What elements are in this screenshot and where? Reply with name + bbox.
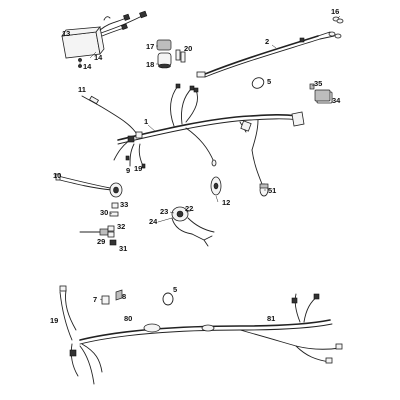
sensor-51	[251, 149, 269, 197]
label-32: 32	[117, 222, 125, 231]
cable-tie-5-lower	[162, 292, 174, 306]
relay-17-18-20	[156, 39, 186, 69]
label-81: 81	[267, 314, 275, 323]
small-parts-7-8	[101, 289, 123, 305]
fuse-box-22-24	[171, 206, 215, 247]
label-24: 24	[149, 217, 158, 226]
label-2: 2	[265, 37, 269, 46]
label-8: 8	[122, 292, 126, 301]
label-16: 16	[331, 7, 339, 16]
cable-tie-5	[251, 77, 265, 89]
leader-lines	[79, 15, 341, 301]
label-31: 31	[119, 244, 127, 253]
harness-2	[196, 31, 342, 78]
label-19-upper: 19	[134, 164, 142, 173]
label-12: 12	[222, 198, 230, 207]
label-14-a: 14	[94, 53, 103, 62]
label-5: 5	[267, 77, 271, 86]
clip-16	[332, 16, 344, 24]
label-11: 11	[78, 85, 86, 94]
label-9: 9	[126, 166, 130, 175]
label-10: 10	[53, 171, 61, 180]
label-34: 34	[332, 96, 341, 105]
flasher-relay-34-35	[309, 83, 333, 104]
switch-harness-10	[55, 173, 123, 198]
label-18: 18	[146, 60, 154, 69]
connector-11	[81, 95, 101, 107]
part-labels: 1 2 5 5 7 8 9 19 10 11 12 13 14 14 16 17…	[50, 7, 341, 325]
regulator-module	[61, 10, 148, 68]
label-17: 17	[146, 42, 154, 51]
label-51: 51	[268, 186, 276, 195]
label-1: 1	[144, 117, 148, 126]
label-5-lower: 5	[173, 285, 177, 294]
label-19-lower: 19	[50, 316, 58, 325]
label-14-b: 14	[83, 62, 92, 71]
label-80: 80	[124, 314, 132, 323]
label-33: 33	[120, 200, 128, 209]
tail-harness-80-81	[59, 285, 343, 385]
label-29: 29	[97, 237, 105, 246]
small-parts-29-33	[79, 202, 119, 246]
label-7: 7	[93, 295, 97, 304]
horn-12	[210, 176, 222, 196]
label-22: 22	[185, 204, 193, 213]
label-20: 20	[184, 44, 192, 53]
label-30: 30	[100, 208, 108, 217]
label-23: 23	[160, 207, 168, 216]
label-35: 35	[314, 79, 322, 88]
label-13: 13	[62, 29, 70, 38]
main-harness-1	[99, 83, 305, 169]
